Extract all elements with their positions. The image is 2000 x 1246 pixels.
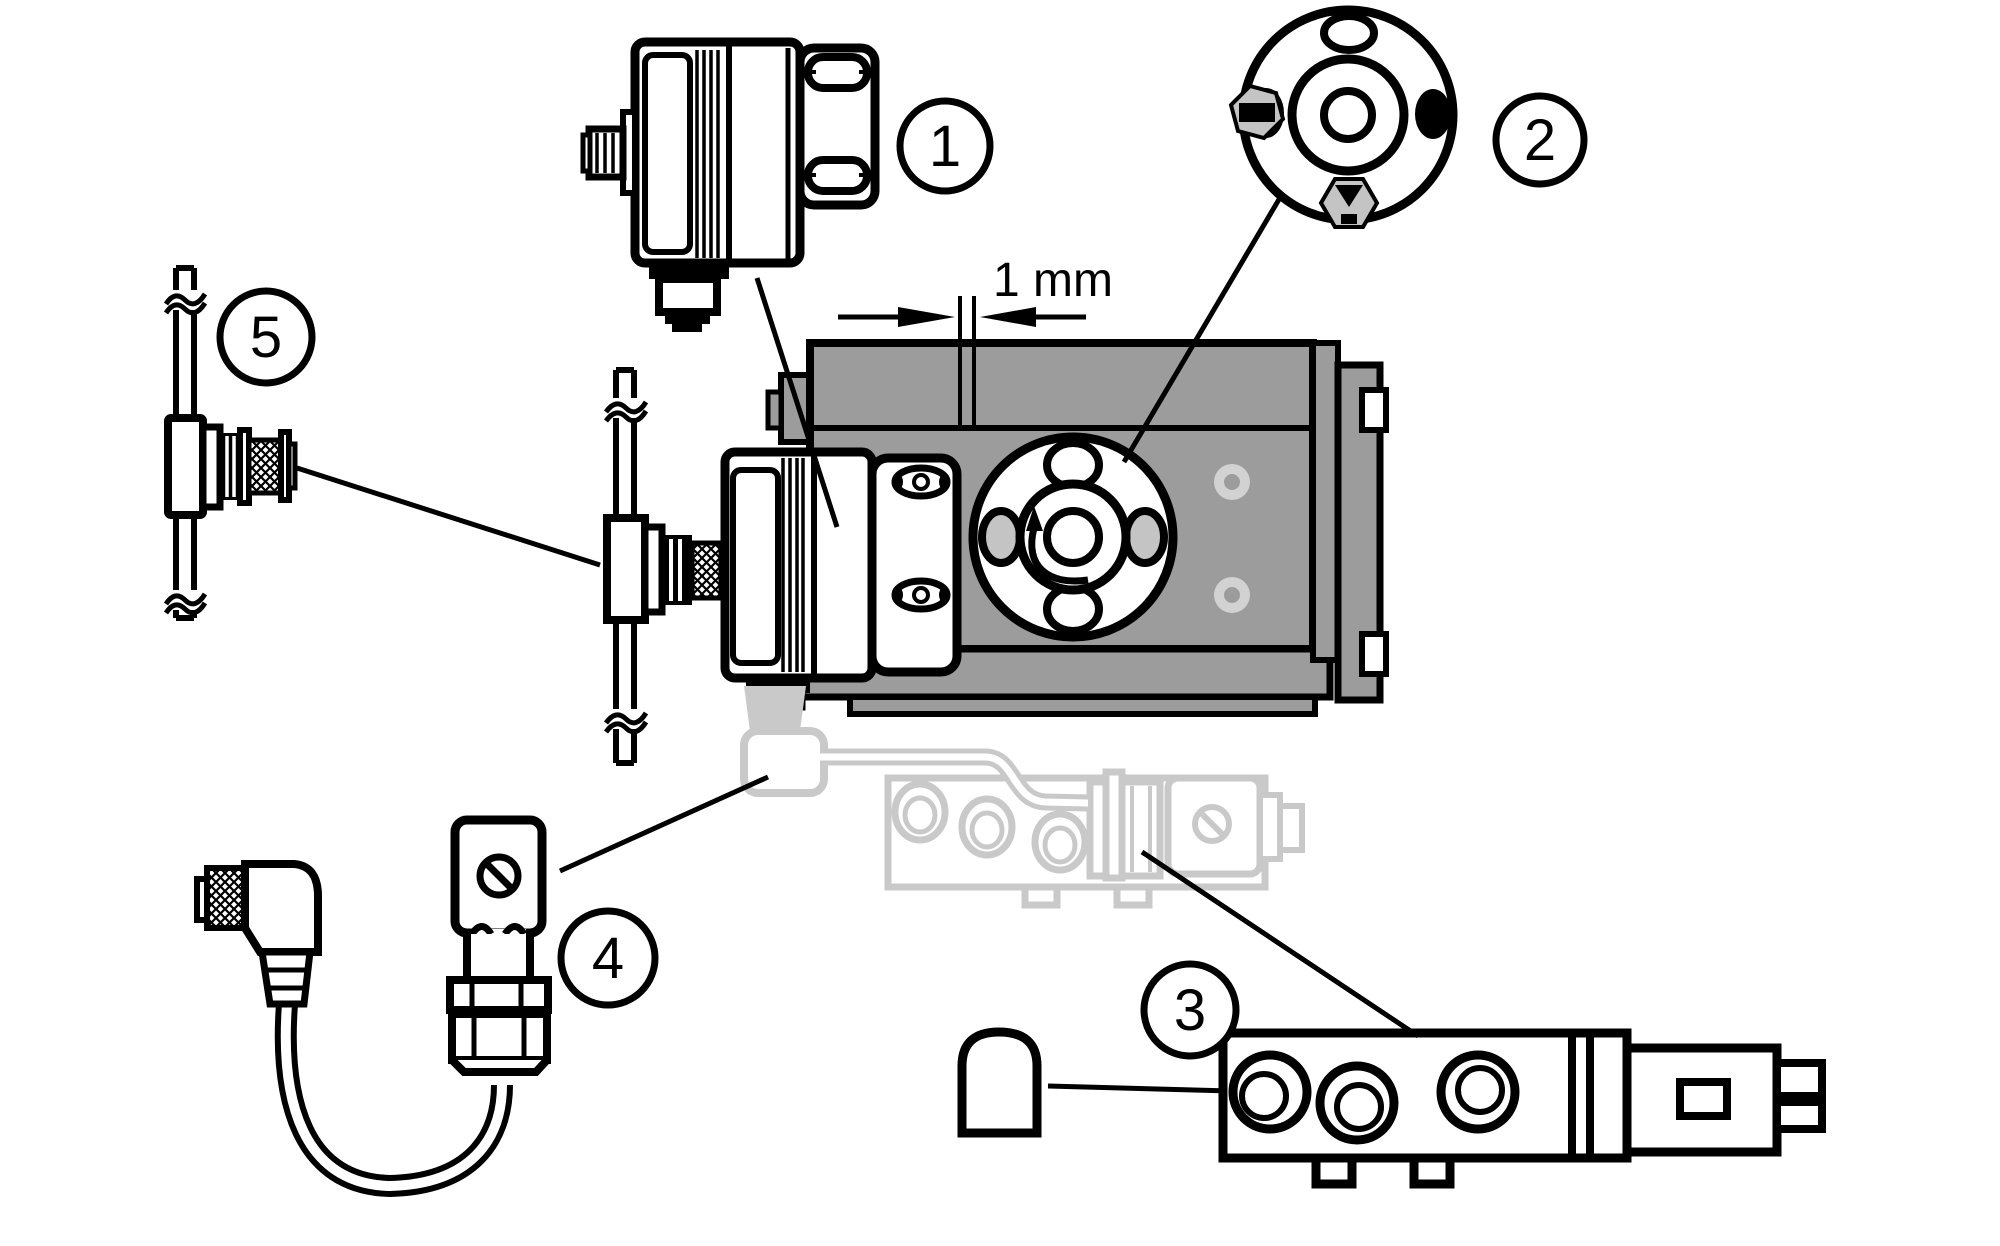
valve-foot [1311, 1153, 1357, 1189]
disc-center-bore [1320, 87, 1376, 143]
dimension-label: 1 mm [993, 254, 1113, 307]
plug-hex-nut [448, 1010, 551, 1064]
elbow-housing [241, 860, 322, 956]
leader-part1 [754, 277, 840, 528]
flange-hole-right [1122, 507, 1168, 567]
rod-break-icon [163, 592, 208, 607]
ghost-elbow-top [744, 686, 806, 731]
rotation-arc [1028, 527, 1089, 585]
callout-1-label: 1 [929, 114, 961, 179]
actuator-right-strip [1310, 340, 1341, 663]
part2-adapter-disc [1228, 5, 1458, 229]
valve-foot [1409, 1153, 1455, 1189]
callout-4: 4 [557, 907, 659, 1009]
valve-connector-pin [1773, 1059, 1826, 1100]
callout-2-label: 2 [1524, 108, 1556, 173]
mounted-connector [603, 514, 724, 624]
rod-break-icon [603, 400, 649, 415]
mounting-bracket-plate [867, 453, 962, 677]
knurled-nut-icon [204, 865, 248, 931]
callout-2: 2 [1492, 92, 1588, 188]
knurled-nut-icon [246, 437, 284, 496]
callout-3: 3 [1140, 960, 1240, 1060]
dimension-arrow-icon [980, 307, 1036, 327]
ghost-installed-assembly [740, 686, 1305, 909]
valve-port-cap [957, 1027, 1042, 1138]
rod-break-icon [163, 292, 208, 307]
leader-part5 [296, 465, 601, 568]
dimension-arrow-icon [898, 307, 955, 327]
callout-4-label: 4 [592, 926, 624, 991]
part1-front-panel [642, 52, 693, 255]
callout-1: 1 [896, 97, 994, 195]
actuator-body [765, 339, 1389, 717]
ghost-valve-foot [1021, 883, 1061, 909]
dimension-annotation: 1 mm [838, 254, 1113, 428]
leader-part3 [1140, 849, 1420, 1039]
actuator-bottom-step [847, 694, 1318, 717]
part4-cable-assembly [194, 815, 552, 1198]
valve-connector-pin [1773, 1098, 1826, 1133]
bracket-notch-bottom [1359, 631, 1389, 677]
actuator-flange [968, 432, 1178, 642]
part1-slot-hole [804, 156, 871, 195]
part1-bottom-plug [649, 262, 729, 279]
valve-connector-socket [1676, 1078, 1731, 1120]
callout-5: 5 [216, 287, 316, 387]
strain-relief [257, 948, 314, 1008]
leader-part4 [558, 774, 770, 874]
ghost-valve-foot [1113, 883, 1153, 909]
rotation-arrow-icon [1026, 506, 1043, 531]
bracket-notch-top [1359, 387, 1389, 433]
leader-lines [296, 194, 1420, 1039]
callout-5-label: 5 [250, 305, 282, 370]
callout-3-label: 3 [1174, 978, 1206, 1043]
rod-clamp-block [164, 414, 207, 519]
part1-limit-switch-sensor [580, 37, 880, 332]
disc-top-hole [1320, 12, 1378, 54]
leader-part2 [1121, 194, 1284, 464]
part1-slot-hole [804, 53, 871, 92]
flange-hole-left [978, 507, 1024, 567]
mounted-sensor-box [720, 447, 877, 683]
flange-shaft-bore [1043, 507, 1103, 567]
actuator-target-step [765, 389, 784, 431]
knurled-nut-icon [689, 540, 724, 601]
disc-right-hole [1415, 89, 1451, 139]
plug-flange [446, 976, 552, 1014]
callouts: 1 2 3 4 5 [216, 92, 1588, 1060]
rod-break-icon [603, 711, 649, 726]
part5-rod-sensor [163, 265, 298, 621]
part3-valve-block [957, 1027, 1826, 1189]
